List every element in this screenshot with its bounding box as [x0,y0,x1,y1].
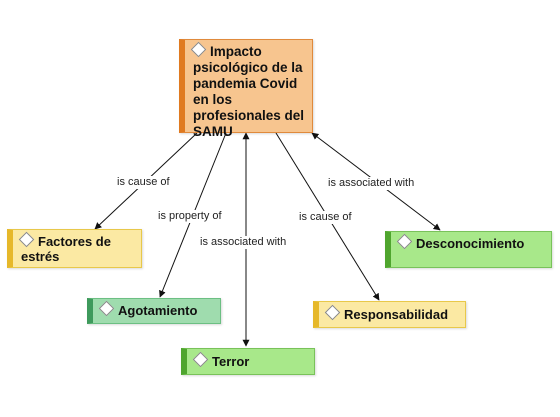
diamond-icon [190,41,207,58]
concept-node-terror-label: Terror [212,354,250,369]
concept-node-responsabilidad-label: Responsabilidad [344,307,449,322]
concept-node-agotamiento-label: Agotamiento [118,303,198,318]
link-label-associated-terror: is associated with [199,236,288,249]
concept-node-agotamiento[interactable]: Agotamiento [87,298,221,324]
link-label-property-agotamiento: is property of [157,210,223,223]
link-label-cause-factores: is cause of [116,176,171,189]
concept-node-desconocimiento[interactable]: Desconocimiento [385,231,552,268]
concept-node-responsabilidad[interactable]: Responsabilidad [313,301,466,328]
diamond-icon [18,231,35,248]
concept-node-desconocimiento-label: Desconocimiento [416,236,525,251]
concept-node-main-label: Impacto psicológico de la pandemia Covid… [193,44,305,139]
diamond-icon [98,300,115,317]
concept-node-terror[interactable]: Terror [181,348,315,375]
concept-node-factores-label: Factores de estrés [21,234,111,264]
diamond-icon [192,351,209,368]
link-label-cause-responsabilidad: is cause of [298,211,353,224]
diamond-icon [396,233,413,250]
concept-node-main[interactable]: Impacto psicológico de la pandemia Covid… [179,39,313,139]
concept-node-factores[interactable]: Factores de estrés [7,229,142,268]
link-label-associated-desconocimiento: is associated with [327,177,416,190]
diamond-icon [324,304,341,321]
